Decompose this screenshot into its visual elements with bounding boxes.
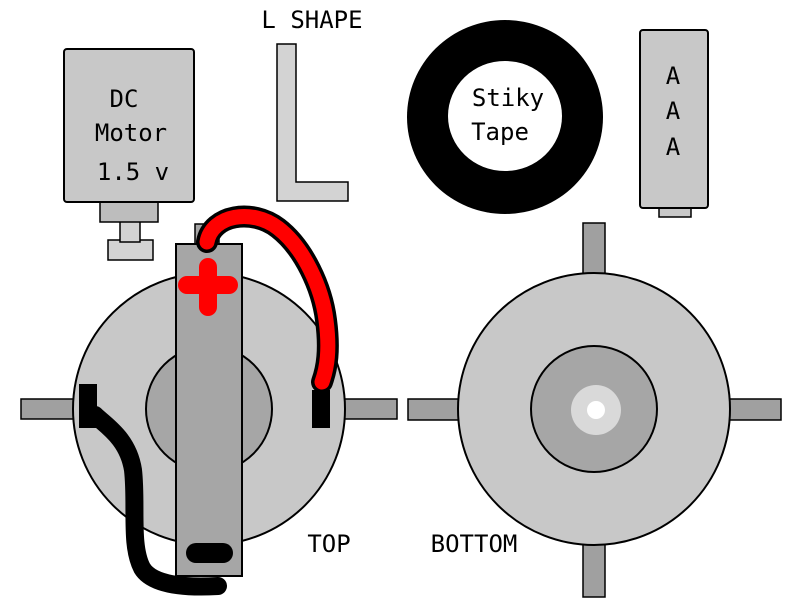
battery-body [639, 29, 709, 209]
negative-terminal-mark [186, 543, 233, 563]
tape-core [448, 61, 562, 171]
battery-label-a1: A [666, 62, 681, 90]
l-shape-part: L SHAPE [261, 6, 363, 202]
tape-label-line2: Tape [471, 118, 529, 146]
positive-wire-core [199, 209, 336, 390]
top-view-wheel: TOP [20, 205, 398, 596]
motor-label-line3: 1.5 v [97, 158, 169, 186]
motor-shaft-neck [119, 219, 141, 243]
battery-label-a3: A [666, 133, 681, 161]
bottom-spoke-down [582, 540, 606, 598]
motor-mount [99, 201, 159, 223]
bottom-view-wheel: BOTTOM [407, 222, 782, 598]
positive-terminal-mark [178, 258, 238, 316]
bottom-spoke-left [407, 398, 465, 421]
bottom-spoke-up [582, 222, 606, 279]
bottom-axle-hole [587, 401, 605, 419]
negative-wire-tab [79, 384, 97, 428]
sticky-tape: Stiky Tape [407, 20, 603, 214]
l-shape-label: L SHAPE [261, 6, 362, 34]
negative-wire [86, 406, 227, 596]
bottom-label: BOTTOM [431, 530, 518, 558]
positive-wire-tab [312, 390, 330, 428]
battery-label-a2: A [666, 97, 681, 125]
dc-motor: DC Motor 1.5 v [63, 48, 195, 261]
tape-label-line1: Stiky [472, 84, 544, 112]
motor-body [63, 48, 195, 203]
top-label: TOP [307, 530, 350, 558]
motor-label-line2: Motor [95, 119, 167, 147]
l-shape-bracket [276, 43, 349, 202]
aaa-battery: A A A [639, 29, 709, 218]
motor-label-line1: DC [110, 85, 139, 113]
motor-shaft [107, 239, 154, 261]
